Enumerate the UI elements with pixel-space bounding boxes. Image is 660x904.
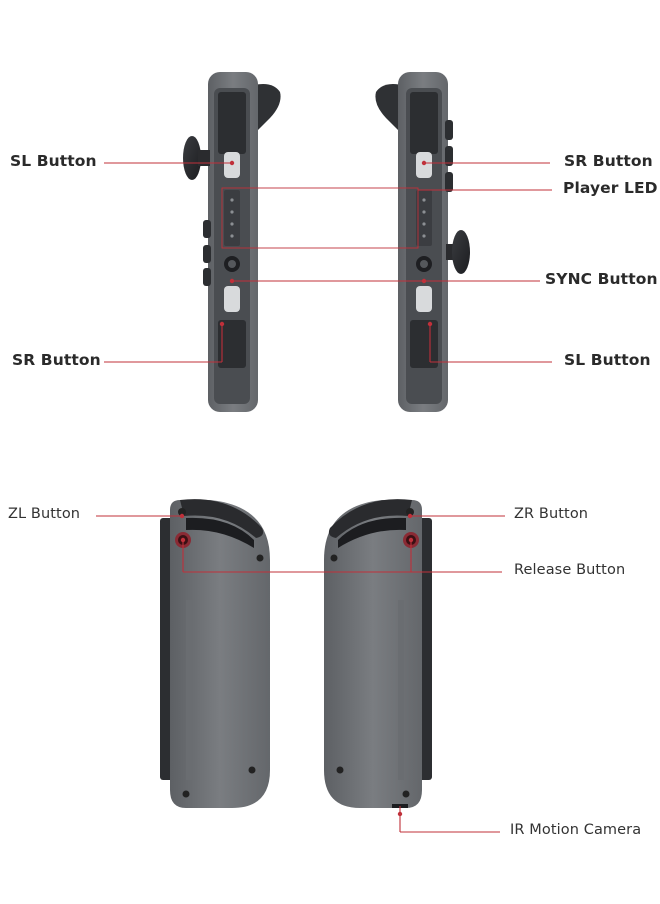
label-player-led: Player LED <box>563 179 658 197</box>
right-joycon-back-view <box>324 499 432 808</box>
label-sync-button: SYNC Button <box>545 270 658 288</box>
label-zl-button: ZL Button <box>8 506 81 522</box>
label-left-sr-button: SR Button <box>12 351 101 369</box>
label-release-button: Release Button <box>514 562 626 578</box>
zl-trigger <box>180 499 264 538</box>
bottom-callout-dots <box>179 513 414 817</box>
right-back-body <box>324 500 422 808</box>
top-callouts <box>104 162 552 363</box>
zr-trigger <box>328 499 412 538</box>
label-zr-button: ZR Button <box>514 506 589 522</box>
left-analog-stick <box>183 136 201 180</box>
right-joycon-rail-view <box>375 72 470 412</box>
right-analog-stick <box>452 230 470 274</box>
label-right-sl-button: SL Button <box>564 351 651 369</box>
label-ir-motion-camera: IR Motion Camera <box>510 822 642 838</box>
label-left-sl-button: SL Button <box>10 152 97 170</box>
label-right-sr-button: SR Button <box>564 152 653 170</box>
left-joycon-rail-view <box>183 72 281 412</box>
right-sl-button <box>416 286 432 312</box>
bottom-callouts <box>96 515 505 833</box>
right-player-led <box>416 190 432 246</box>
left-joycon-back-view <box>160 499 270 808</box>
left-player-led <box>224 190 240 246</box>
left-back-body <box>170 500 270 808</box>
left-sr-button <box>224 286 240 312</box>
top-callout-dots <box>219 160 433 327</box>
